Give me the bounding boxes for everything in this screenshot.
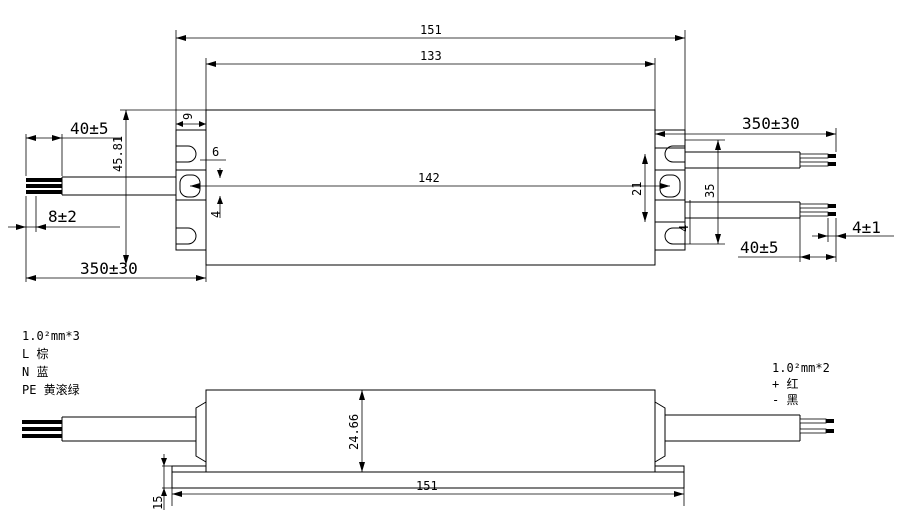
dim-hole-width: 6 xyxy=(212,145,219,159)
left-slot-bottom xyxy=(176,227,197,245)
right-wire-tips xyxy=(799,153,836,217)
input-note-0: 1.0²mm*3 xyxy=(22,329,80,343)
dim-35: 35 xyxy=(685,139,725,245)
dim-left-wire-length: 350±30 xyxy=(80,259,138,278)
dim-height-total: 45.81 xyxy=(111,136,125,172)
output-note-0: 1.0²mm*2 xyxy=(772,361,830,375)
dim-overall-length: 151 xyxy=(420,23,442,37)
dim-left-wire-tip: 8±2 xyxy=(48,207,77,226)
output-wire-notes: 1.0²mm*2 + 红 - 黑 xyxy=(772,361,830,407)
dim-24-66: 24.66 xyxy=(347,390,365,472)
dim-left-wire-strip: 40±5 xyxy=(70,119,109,138)
right-flange xyxy=(655,129,686,251)
side-right-cap xyxy=(654,401,666,463)
right-slot-top xyxy=(664,145,685,163)
dim-left-length: 350±30 xyxy=(25,232,207,282)
right-gland-bottom xyxy=(654,199,686,223)
dim-21: 21 xyxy=(630,154,648,222)
input-note-1: L 棕 xyxy=(22,346,48,361)
dim-right-tip: 4±1 xyxy=(812,218,894,242)
right-cable-top xyxy=(685,151,801,169)
dim-left-tip: 8±2 xyxy=(8,196,120,232)
left-wire-tips xyxy=(26,178,62,194)
dim-hole-slot: 4 xyxy=(209,211,223,218)
dim-height-right: 35 xyxy=(703,184,717,198)
side-body xyxy=(205,389,656,473)
left-gland xyxy=(175,169,207,201)
dim-right-strip: 40±5 xyxy=(738,218,837,262)
dim-right-length: 350±30 xyxy=(655,114,837,152)
right-cable-bottom xyxy=(685,201,801,219)
left-slot-top xyxy=(176,145,197,163)
side-left-wire-tips xyxy=(22,420,62,438)
dim-6: 6 xyxy=(200,145,226,161)
dim-4-right: 4 xyxy=(677,200,691,244)
top-body xyxy=(205,109,656,266)
dim-right-slot: 4 xyxy=(677,225,691,232)
dim-4-left: 4 xyxy=(209,168,223,218)
dim-right-wire-tip: 4±1 xyxy=(852,218,881,237)
right-slot-bottom xyxy=(664,227,685,245)
dim-left-offset: 9 xyxy=(181,113,195,120)
dim-right-wire-length: 350±30 xyxy=(742,114,800,133)
dim-45-81: 45.81 xyxy=(111,109,206,265)
dim-side-height: 24.66 xyxy=(347,414,361,450)
side-right-cable xyxy=(665,414,801,442)
left-cable xyxy=(61,176,176,196)
dim-hole-pitch: 142 xyxy=(418,171,440,185)
dim-base-length: 151 xyxy=(416,479,438,493)
dim-left-strip: 40±5 xyxy=(25,119,122,176)
dim-151-side: 151 xyxy=(171,479,685,506)
side-view: 24.66 151 15 1.0²mm*3 L 棕 N 蓝 PE 黄滚绿 xyxy=(22,329,834,510)
dim-hole-spacing: 21 xyxy=(630,182,644,196)
dim-142: 142 xyxy=(190,171,670,189)
output-note-2: - 黑 xyxy=(772,393,798,407)
side-left-cap xyxy=(195,401,207,463)
dim-body-length: 133 xyxy=(420,49,442,63)
dim-151-top: 151 xyxy=(175,23,686,130)
dim-base-height: 15 xyxy=(151,496,165,510)
side-left-cable xyxy=(61,416,196,442)
top-view: 151 133 142 9 6 xyxy=(8,23,894,282)
dim-right-wire-strip: 40±5 xyxy=(740,238,779,257)
input-wire-notes: 1.0²mm*3 L 棕 N 蓝 PE 黄滚绿 xyxy=(22,329,80,397)
input-note-3: PE 黄滚绿 xyxy=(22,382,80,397)
dim-9: 9 xyxy=(176,113,206,127)
right-gland-top xyxy=(654,147,686,171)
dim-15: 15 xyxy=(151,454,172,510)
input-note-2: N 蓝 xyxy=(22,365,48,379)
dim-133: 133 xyxy=(205,49,656,110)
side-right-wire-tips xyxy=(799,418,834,434)
side-base xyxy=(171,471,685,489)
output-note-1: + 红 xyxy=(772,376,798,391)
